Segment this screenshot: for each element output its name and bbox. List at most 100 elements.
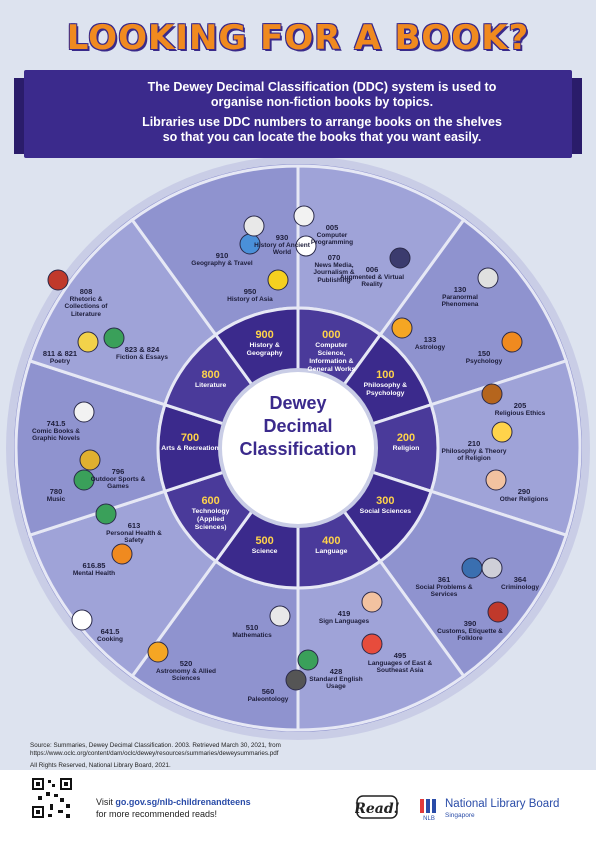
subject-number: 006 xyxy=(365,265,379,274)
subject-number: 290 xyxy=(517,487,531,496)
subject-number: 205 xyxy=(513,401,527,410)
subject-name: Personal Health & Safety xyxy=(106,529,162,545)
subject-icon-361 xyxy=(461,557,483,579)
subject-number: 510 xyxy=(245,623,259,632)
subject-number: 419 xyxy=(337,609,351,618)
intro-line-2: organise non-fiction books by topics. xyxy=(210,95,434,109)
nlb-short: NLB xyxy=(423,816,435,822)
subject-sectors xyxy=(14,164,582,732)
class-name: Language xyxy=(315,547,348,555)
subject-number: 811 & 821 xyxy=(42,349,78,358)
subject-name: Music xyxy=(46,495,66,503)
subject-name: Sign Languages xyxy=(318,617,370,625)
subject-name: Paranormal Phenomena xyxy=(441,293,479,309)
intro-line-3: Libraries use DDC numbers to arrange boo… xyxy=(142,115,502,129)
subject-icons xyxy=(47,205,523,691)
subject-name: Languages of East & Southeast Asia xyxy=(367,659,433,675)
visit-line-2: for more recommended reads! xyxy=(96,809,218,819)
subject-name: Rhetoric & Collections of Literature xyxy=(64,295,108,318)
wheel-center-disc xyxy=(218,368,378,528)
subject-number: 796 xyxy=(111,467,125,476)
subject-number: 808 xyxy=(79,287,93,296)
subject-icon-930 xyxy=(243,215,265,237)
subject-name: Astronomy & Allied Sciences xyxy=(155,667,217,683)
subject-number: 428 xyxy=(329,667,343,676)
intro-line-4: so that you can locate the books that yo… xyxy=(162,130,482,144)
source-note: Source: Summaries, Dewey Decimal Classif… xyxy=(30,742,570,758)
read-logo-text: Read! xyxy=(355,801,399,817)
subject-icon-560 xyxy=(285,669,307,691)
footer xyxy=(0,770,596,842)
subject-icon-780 xyxy=(73,469,95,491)
rights-note: All Rights Reserved, National Library Bo… xyxy=(30,762,171,769)
subject-icon-510 xyxy=(269,605,291,627)
subject-number: 361 xyxy=(437,575,451,584)
subject-icon-811-821 xyxy=(77,331,99,353)
subject-number: 741.5 xyxy=(46,419,66,428)
subject-name: Astrology xyxy=(414,343,446,351)
visit-link[interactable]: go.gov.sg/nlb-childrenandteens xyxy=(115,797,251,807)
subject-name: Outdoor Sports & Games xyxy=(90,475,146,491)
source-link[interactable]: https://www.oclc.org/content/dam/oclc/de… xyxy=(30,750,279,757)
subject-name: Computer Programming xyxy=(310,231,354,247)
subject-number: 150 xyxy=(477,349,491,358)
subject-name: Augmented & Virtual Reality xyxy=(339,273,405,289)
class-number: 200 xyxy=(396,432,416,444)
subject-number: 613 xyxy=(127,521,141,530)
subject-name: Religious Ethics xyxy=(494,409,546,417)
class-name: Religion xyxy=(392,445,420,452)
intro-line-1: The Dewey Decimal Classification (DDC) s… xyxy=(147,80,497,94)
class-number: 700 xyxy=(180,432,200,444)
nlb-country: Singapore xyxy=(445,812,475,819)
subject-name: Comic Books & Graphic Novels xyxy=(31,427,81,443)
visit-note: Visit go.gov.sg/nlb-childrenandteens for… xyxy=(96,796,251,820)
subject-icon-130 xyxy=(477,267,499,289)
subject-icon-006 xyxy=(389,247,411,269)
subject-name: Standard English Usage xyxy=(309,675,363,691)
class-number: 500 xyxy=(255,534,274,547)
intro-banner: The Dewey Decimal Classification (DDC) s… xyxy=(24,70,572,158)
class-name: History & Geography xyxy=(246,342,283,358)
subject-icon-613 xyxy=(95,503,117,525)
class-name: Technology (Applied Sciences) xyxy=(191,508,230,532)
subject-number: 520 xyxy=(179,659,193,668)
subject-number: 070 xyxy=(327,253,341,262)
subject-number: 364 xyxy=(513,575,527,584)
subject-name: Poetry xyxy=(49,357,71,365)
subject-number: 641.5 xyxy=(100,627,120,636)
subject-icon-364 xyxy=(481,557,503,579)
subject-icon-210 xyxy=(491,421,513,443)
subject-icon-205 xyxy=(481,383,503,405)
class-number: 800 xyxy=(201,368,220,381)
subject-icon-495 xyxy=(361,633,383,655)
subject-icon-150 xyxy=(501,331,523,353)
class-number: 600 xyxy=(201,495,220,508)
qr-code-icon[interactable] xyxy=(30,776,74,820)
subject-name: History of Ancient World xyxy=(254,241,310,257)
center-line-1: Dewey xyxy=(269,393,327,413)
subject-name: Paleontology xyxy=(247,695,289,703)
